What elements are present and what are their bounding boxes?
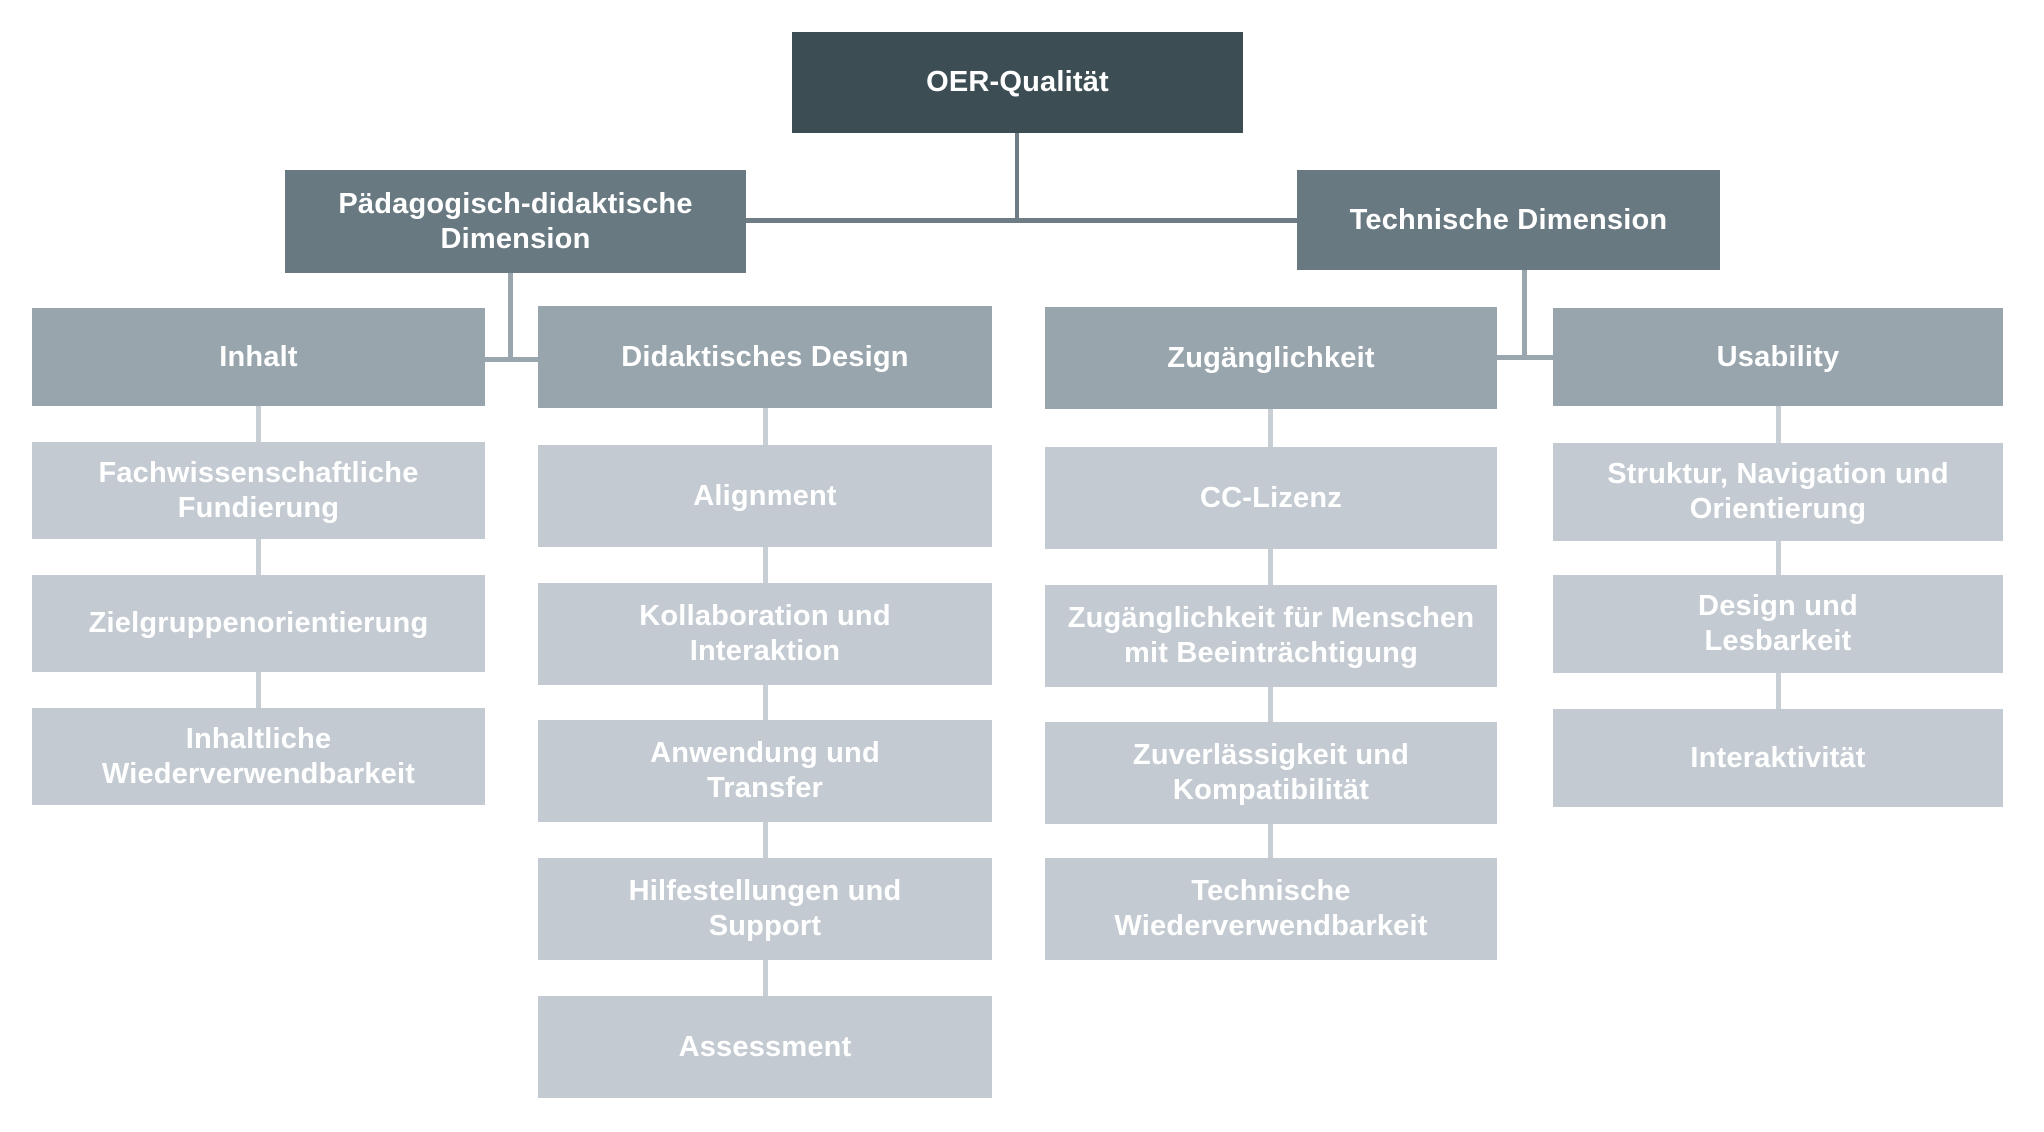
connector-root-vertical: [1015, 133, 1019, 220]
category-header-label: Inhalt: [219, 340, 298, 373]
connector-col2-seg4: [763, 822, 768, 858]
item-node-label: Design und Lesbarkeit: [1698, 590, 1858, 657]
connector-col3-seg3: [1268, 687, 1273, 722]
item-node-label: Zugänglichkeit für Menschen mit Beeinträ…: [1067, 602, 1475, 669]
item-node-struktur-navigation-orientierung: Struktur, Navigation und Orientierung: [1553, 443, 2003, 541]
item-node-label: Technische Wiederverwendbarkeit: [1114, 875, 1428, 942]
connector-col2-seg5: [763, 960, 768, 996]
connector-col2-seg1: [763, 408, 768, 445]
category-header-didaktisches-design: Didaktisches Design: [538, 306, 992, 408]
item-node-inhaltliche-wiederverwendbarkeit: Inhaltliche Wiederverwendbarkeit: [32, 708, 485, 805]
connector-col3-seg1: [1268, 409, 1273, 447]
connector-col3-seg4: [1268, 824, 1273, 858]
dimension-node-paedagogisch-didaktisch: Pädagogisch-didaktische Dimension: [285, 170, 746, 273]
connector-dimension-technische-vertical: [1522, 270, 1527, 357]
item-node-label: Alignment: [693, 479, 837, 512]
item-node-label: Inhaltliche Wiederverwendbarkeit: [101, 722, 416, 790]
connector-col1-seg2: [256, 539, 261, 575]
item-node-label: Assessment: [678, 1030, 852, 1063]
root-node-label: OER-Qualität: [926, 66, 1109, 98]
item-node-anwendung-und-transfer: Anwendung und Transfer: [538, 720, 992, 822]
item-node-label: Hilfestellungen und Support: [628, 875, 902, 942]
category-header-label: Didaktisches Design: [621, 340, 909, 373]
connector-dimensions-horizontal: [746, 218, 1297, 223]
category-header-zugaenglichkeit: Zugänglichkeit: [1045, 307, 1497, 409]
item-node-interaktivitaet: Interaktivität: [1553, 709, 2003, 807]
item-node-label: Fachwissenschaftliche Fundierung: [98, 456, 419, 524]
dimension-node-label: Technische Dimension: [1349, 203, 1668, 236]
connector-col3-seg2: [1268, 549, 1273, 585]
item-node-assessment: Assessment: [538, 996, 992, 1098]
item-node-label: Kollaboration und Interaktion: [639, 600, 891, 667]
dimension-node-label: Pädagogisch-didaktische Dimension: [338, 187, 693, 255]
item-node-design-und-lesbarkeit: Design und Lesbarkeit: [1553, 575, 2003, 673]
category-header-inhalt: Inhalt: [32, 308, 485, 406]
item-node-fachwissenschaftliche-fundierung: Fachwissenschaftliche Fundierung: [32, 442, 485, 539]
category-header-label: Usability: [1716, 340, 1840, 373]
category-header-usability: Usability: [1553, 308, 2003, 406]
item-node-zielgruppenorientierung: Zielgruppenorientierung: [32, 575, 485, 672]
connector-dimension-technische-horizontal: [1497, 355, 1553, 360]
item-node-label: Anwendung und Transfer: [650, 737, 880, 804]
item-node-kollaboration-und-interaktion: Kollaboration und Interaktion: [538, 583, 992, 685]
item-node-label: Interaktivität: [1690, 741, 1866, 774]
item-node-cc-lizenz: CC-Lizenz: [1045, 447, 1497, 549]
connector-col2-seg2: [763, 547, 768, 583]
connector-col1-seg3: [256, 672, 261, 708]
item-node-label: CC-Lizenz: [1200, 481, 1342, 514]
connector-col4-seg2: [1776, 541, 1781, 575]
item-node-zuverlaessigkeit-und-kompatibilitaet: Zuverlässigkeit und Kompatibilität: [1045, 722, 1497, 824]
item-node-label: Struktur, Navigation und Orientierung: [1607, 458, 1949, 525]
connector-dimension-paedagogisch-horizontal: [485, 357, 538, 362]
dimension-node-technische: Technische Dimension: [1297, 170, 1720, 270]
connector-col4-seg3: [1776, 673, 1781, 709]
item-node-label: Zuverlässigkeit und Kompatibilität: [1132, 739, 1410, 806]
connector-col2-seg3: [763, 685, 768, 720]
connector-col4-seg1: [1776, 406, 1781, 443]
item-node-alignment: Alignment: [538, 445, 992, 547]
item-node-label: Zielgruppenorientierung: [88, 607, 429, 639]
item-node-technische-wiederverwendbarkeit: Technische Wiederverwendbarkeit: [1045, 858, 1497, 960]
item-node-zugaenglichkeit-fuer-menschen: Zugänglichkeit für Menschen mit Beeinträ…: [1045, 585, 1497, 687]
category-header-label: Zugänglichkeit: [1167, 341, 1375, 374]
connector-dimension-paedagogisch-vertical: [508, 273, 513, 359]
connector-col1-seg1: [256, 406, 261, 442]
root-node-oer-qualitaet: OER-Qualität: [792, 32, 1243, 133]
item-node-hilfestellungen-und-support: Hilfestellungen und Support: [538, 858, 992, 960]
